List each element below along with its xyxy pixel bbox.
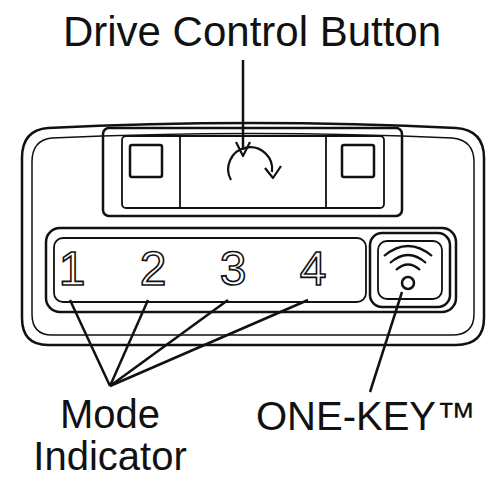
callout-label: Drive Control Button [63,10,441,54]
callout-label: Mode Indicator [10,393,210,477]
mode-number: 3 [220,244,247,294]
rotate-arrow [228,147,272,180]
leader-line [242,60,245,150]
mode-number: 1 [59,244,86,294]
leader-arrowhead [236,142,250,156]
wifi-arc [384,246,432,256]
one-key-inner [378,241,442,299]
wifi-arc [396,265,420,271]
side-square [342,145,374,177]
drive-button [180,136,326,208]
mode-strip-inner [54,238,366,302]
callout-label: ONE-KEY™ [256,395,476,437]
rotate-arrowhead [265,166,281,178]
leader-line [370,292,402,392]
leader-line [70,300,110,386]
panel-housing [22,123,484,345]
mode-number: 4 [300,244,327,294]
leader-line [110,300,308,386]
button-housing [103,128,402,216]
mode-strip [46,228,456,312]
wifi-arc [390,255,426,263]
panel-inset [32,134,474,336]
one-key-box [370,233,450,307]
mode-number: 2 [140,244,167,294]
button-frame [122,136,384,208]
side-square [130,145,162,177]
wifi-dot [402,277,414,289]
